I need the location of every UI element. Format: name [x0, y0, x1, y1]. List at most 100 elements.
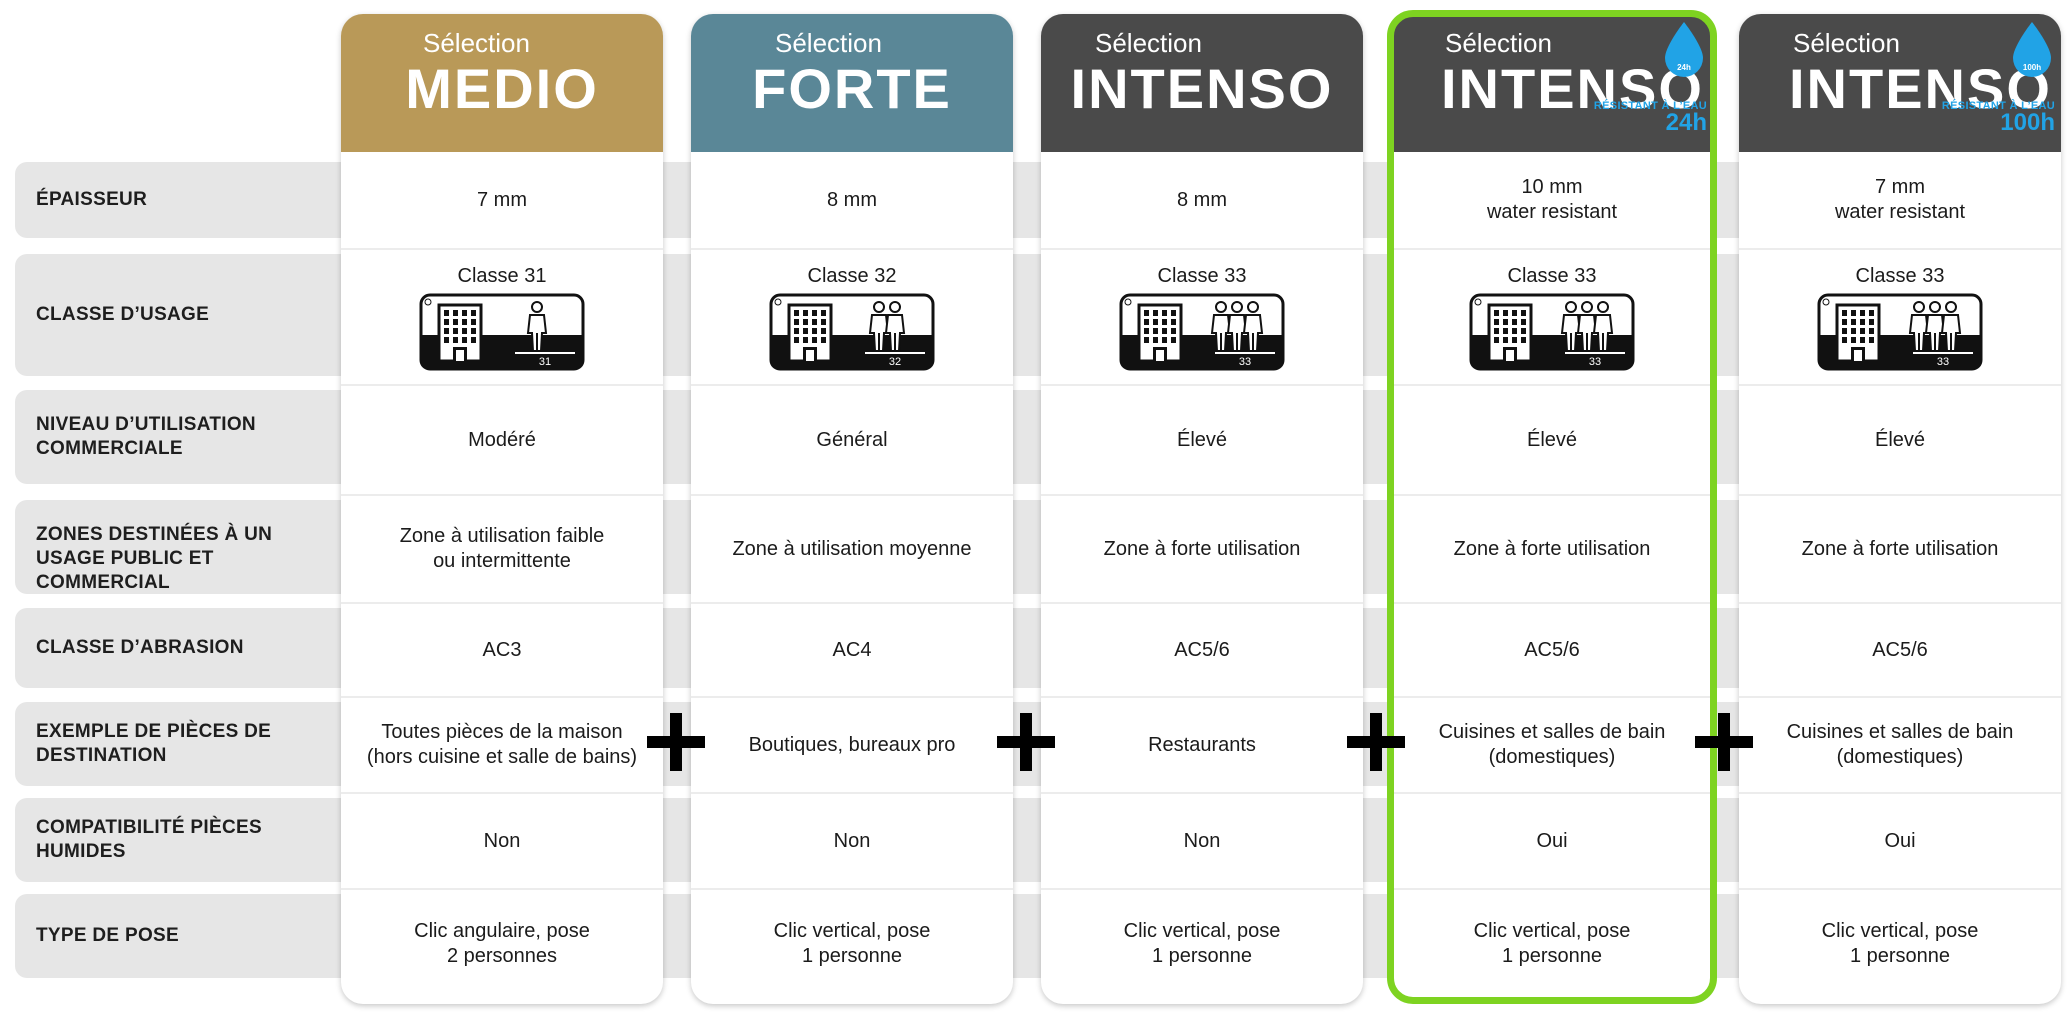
row-label: NIVEAU D’UTILISATION COMMERCIALE — [36, 414, 256, 459]
usage-class-label: Classe 33 — [1855, 264, 1945, 287]
cell-niveau-text: Modéré — [468, 428, 536, 451]
selection-label: Sélection — [1793, 28, 1900, 58]
cell-pieces-text: Restaurants — [1148, 733, 1256, 756]
product-name: INTENSO — [1789, 57, 2052, 120]
usage-class-pictogram-icon: 31 — [419, 293, 585, 370]
cell-zones-text: Zone à forte utilisation — [1453, 537, 1651, 560]
svg-text:24h: 24h — [1677, 63, 1691, 72]
row-label: CLASSE D’ABRASION — [36, 637, 244, 658]
cell-humides-text: Oui — [1884, 829, 1916, 852]
cell-pieces-text: Cuisines et salles de bain(domestiques) — [1438, 721, 1666, 768]
cell-abrasion-text: AC5/6 — [1524, 638, 1580, 661]
row-label: CLASSE D’USAGE — [36, 304, 210, 325]
cell-zones: Zone à forte utilisation — [1739, 494, 2061, 602]
cell-humides-text: Oui — [1536, 829, 1568, 852]
cell-zones-text: Zone à forte utilisation — [1801, 537, 1999, 560]
plus-icon — [1695, 713, 1753, 771]
selection-label: Sélection — [775, 28, 882, 58]
cell-abrasion-text: AC4 — [832, 638, 872, 661]
cell-niveau: Élevé — [1739, 384, 2061, 494]
cell-niveau: Modéré — [341, 384, 663, 494]
cell-pieces-text: Boutiques, bureaux pro — [748, 733, 956, 756]
cell-pieces: Cuisines et salles de bain(domestiques) — [1739, 696, 2061, 792]
selection-label: Sélection — [423, 28, 530, 58]
cell-niveau-text: Élevé — [1526, 428, 1578, 451]
usage-class-label: Classe 31 — [457, 264, 547, 287]
svg-text:33: 33 — [1937, 356, 1949, 368]
row-label: TYPE DE POSE — [36, 925, 179, 946]
usage-class-pictogram-icon: 33 — [1469, 293, 1635, 370]
cell-abrasion: AC4 — [691, 602, 1013, 696]
cell-niveau-text: Élevé — [1874, 428, 1926, 451]
plus-icon — [647, 713, 705, 771]
badge-hours: 100h — [2000, 109, 2055, 136]
cell-abrasion: AC5/6 — [1041, 602, 1363, 696]
cell-zones-text: Zone à utilisation moyenne — [732, 537, 972, 560]
selection-label: Sélection — [1445, 28, 1552, 58]
cell-epaisseur: 7 mm — [341, 152, 663, 248]
cell-zones-text: Zone à forte utilisation — [1103, 537, 1301, 560]
plus-icon — [1347, 713, 1405, 771]
cell-classe: Classe 33 33 — [1739, 248, 2061, 384]
cell-epaisseur: 8 mm — [1041, 152, 1363, 248]
usage-class-pictogram-icon: 33 — [1119, 293, 1285, 370]
cell-niveau: Élevé — [1041, 384, 1363, 494]
svg-text:31: 31 — [539, 356, 551, 368]
cell-pieces-text: Toutes pièces de la maison(hors cuisine … — [366, 721, 638, 768]
cell-abrasion: AC5/6 — [1391, 602, 1713, 696]
cell-pieces: Toutes pièces de la maison(hors cuisine … — [341, 696, 663, 792]
row-label: ÉPAISSEUR — [36, 189, 148, 210]
cell-niveau: Élevé — [1391, 384, 1713, 494]
badge-label: RÉSISTANT À L’EAU — [1941, 100, 2055, 112]
cell-humides: Oui — [1391, 792, 1713, 888]
cell-humides: Non — [691, 792, 1013, 888]
row-label: COMPATIBILITÉ PIÈCES HUMIDES — [36, 817, 262, 862]
badge-hours: 24h — [1665, 109, 1707, 136]
cell-pieces-text: Cuisines et salles de bain(domestiques) — [1786, 721, 2014, 768]
cell-epaisseur-text: 7 mm — [477, 188, 527, 211]
selection-label: Sélection — [1095, 28, 1202, 58]
cell-pieces: Boutiques, bureaux pro — [691, 696, 1013, 792]
product-name: INTENSO — [1441, 57, 1704, 120]
cell-humides: Non — [1041, 792, 1363, 888]
cell-humides: Non — [341, 792, 663, 888]
water-drop-icon: 24h — [1665, 22, 1703, 77]
water-drop-icon: 100h — [2013, 22, 2051, 77]
row-label: ZONES DESTINÉES À UN USAGE PUBLIC ET COM… — [36, 524, 273, 593]
product-name: INTENSO — [1070, 57, 1334, 120]
cell-humides-text: Non — [1183, 829, 1221, 852]
cell-abrasion-text: AC5/6 — [1872, 638, 1928, 661]
cell-epaisseur-text: 8 mm — [1177, 188, 1227, 211]
svg-text:33: 33 — [1589, 356, 1601, 368]
cell-niveau: Général — [691, 384, 1013, 494]
cell-epaisseur-text: 8 mm — [827, 188, 877, 211]
cell-niveau-text: Élevé — [1176, 428, 1228, 451]
svg-text:33: 33 — [1239, 356, 1251, 368]
cell-niveau-text: Général — [816, 428, 888, 451]
row-label: EXEMPLE DE PIÈCES DE DESTINATION — [36, 721, 272, 766]
product-name: FORTE — [752, 57, 952, 120]
